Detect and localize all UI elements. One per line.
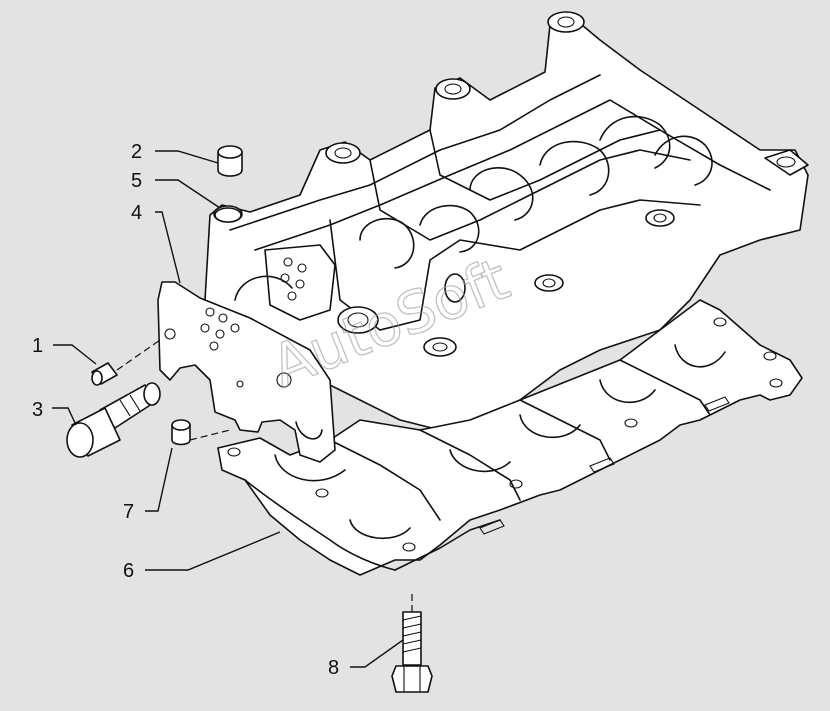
callout-2: 2 bbox=[131, 141, 142, 163]
lower-crankcase-frame bbox=[217, 299, 803, 576]
callout-5: 5 bbox=[131, 170, 142, 192]
part-5-boss-ring bbox=[214, 207, 242, 223]
callout-8: 8 bbox=[328, 657, 339, 679]
callout-labels: 1 2 3 4 5 6 7 8 bbox=[32, 141, 339, 679]
block-boss-holes bbox=[213, 11, 809, 357]
callout-4: 4 bbox=[131, 202, 142, 224]
part-3-threaded-plug bbox=[66, 382, 161, 458]
cover-plate bbox=[157, 281, 336, 463]
callout-1: 1 bbox=[32, 335, 43, 357]
callout-leaders bbox=[52, 150, 404, 668]
callout-6: 6 bbox=[123, 560, 134, 582]
front-boss-hole-pattern bbox=[264, 244, 466, 334]
part-8-bolt bbox=[391, 590, 433, 693]
callout-7: 7 bbox=[123, 501, 134, 523]
callout-3: 3 bbox=[32, 399, 43, 421]
part-2-cap-plug bbox=[217, 145, 243, 177]
upper-crankcase-block bbox=[204, 11, 809, 431]
part-7-sleeve bbox=[171, 419, 231, 446]
part-1-dowel-pin bbox=[91, 339, 161, 386]
